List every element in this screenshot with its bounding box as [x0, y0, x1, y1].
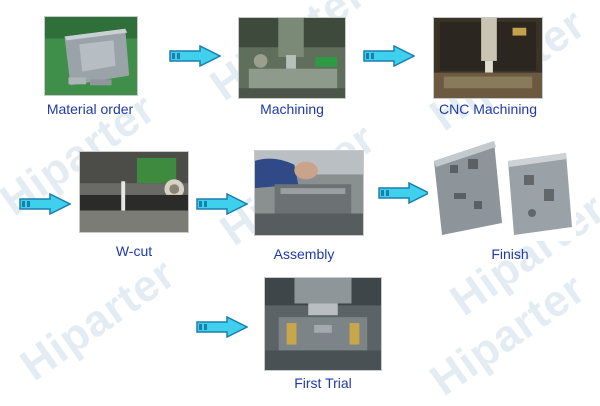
step-label-material-order: Material order: [46, 101, 134, 117]
right-arrow-icon: [169, 45, 221, 67]
first-trial-photo: [264, 277, 382, 371]
finish-photo: [428, 131, 576, 241]
step-label-w-cut: W-cut: [115, 243, 153, 259]
w-cut-photo: [79, 151, 189, 233]
right-arrow-icon: [363, 45, 415, 67]
right-arrow-icon: [378, 182, 430, 204]
machining-photo: [238, 17, 346, 99]
step-label-machining: Machining: [260, 101, 324, 117]
watermark-logo: Hiparter: [11, 248, 185, 391]
right-arrow-icon: [196, 316, 248, 338]
step-label-finish: Finish: [491, 246, 529, 262]
cnc-machining-photo: [433, 17, 543, 99]
step-label-cnc-machining: CNC Machining: [438, 101, 538, 117]
assembly-photo: [254, 150, 364, 236]
right-arrow-icon: [196, 193, 248, 215]
step-label-assembly: Assembly: [273, 246, 335, 262]
material-order-photo: [44, 16, 138, 96]
right-arrow-icon: [19, 193, 71, 215]
watermark-logo: Hiparter: [421, 263, 595, 406]
step-label-first-trial: First Trial: [294, 375, 352, 391]
